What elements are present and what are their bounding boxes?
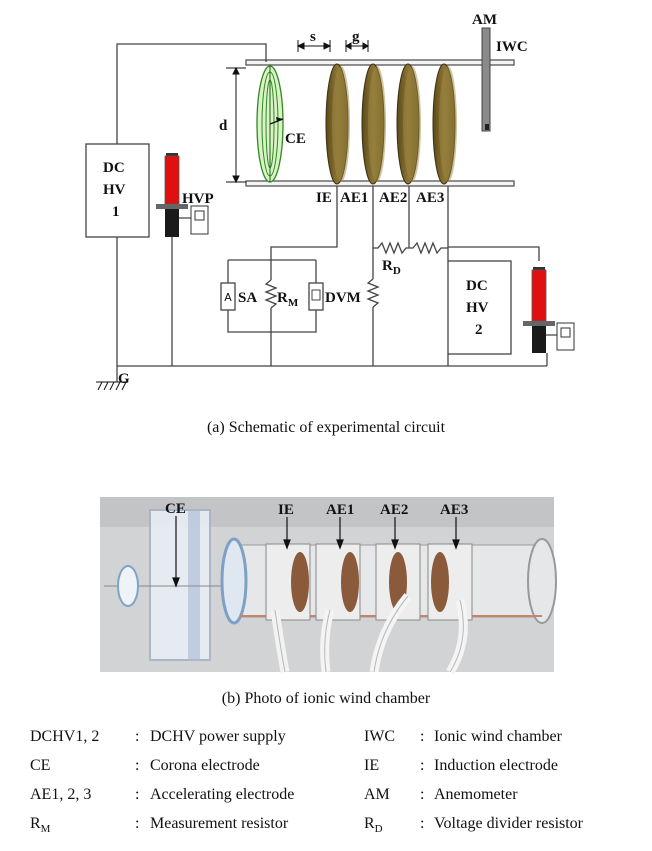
legend-sep2: : (420, 786, 425, 803)
meters: A (220, 282, 324, 311)
legend-abbr2: AM (364, 786, 390, 803)
lower-circuit (227, 186, 571, 366)
legend-sep: : (135, 757, 140, 774)
electrodes (325, 63, 457, 185)
label-ground: G (118, 371, 130, 387)
legend: DCHV1, 2 : DCHV power supply IWC : Ionic… (30, 728, 650, 844)
photo-label-ie: IE (278, 502, 294, 518)
ie-disk (325, 63, 350, 185)
ground-symbol (96, 366, 128, 391)
hvp-probe-1 (156, 153, 209, 237)
label-am: AM (472, 12, 497, 28)
svg-text:A: A (224, 291, 232, 304)
label-s: s (310, 29, 316, 45)
legend-abbr2: RD (364, 815, 383, 836)
legend-desc: Corona electrode (150, 757, 260, 774)
legend-sep: : (135, 786, 140, 803)
caption-b: (b) Photo of ionic wind chamber (222, 690, 431, 707)
legend-desc: DCHV power supply (150, 728, 286, 745)
legend-desc2: Voltage divider resistor (434, 815, 584, 832)
label-dchv1-l2: HV (103, 182, 126, 198)
label-g: g (352, 29, 360, 45)
legend-row: CE : Corona electrode IE : Induction ele… (30, 757, 650, 786)
legend-sep2: : (420, 757, 425, 774)
label-dchv2-l3: 2 (475, 322, 483, 338)
label-dchv2-l1: DC (466, 278, 488, 294)
label-rd: RD (382, 258, 401, 277)
dchv2-box (447, 260, 512, 355)
label-ae3: AE3 (416, 190, 444, 206)
top-rail (245, 59, 515, 66)
legend-abbr: DCHV1, 2 (30, 728, 100, 745)
legend-abbr: CE (30, 757, 51, 774)
anemometer (481, 27, 491, 132)
label-iwc: IWC (496, 39, 528, 55)
legend-sep: : (135, 815, 140, 832)
bottom-rail (245, 180, 515, 187)
photo-label-ae1: AE1 (326, 502, 354, 518)
label-d: d (219, 118, 228, 134)
legend-desc2: Induction electrode (434, 757, 558, 774)
legend-abbr: AE1, 2, 3 (30, 786, 92, 803)
label-ae2: AE2 (379, 190, 407, 206)
photo-label-ae3: AE3 (440, 502, 468, 518)
photo (100, 497, 557, 675)
label-ie: IE (316, 190, 332, 206)
corona-electrode (256, 65, 284, 183)
legend-abbr2: IWC (364, 728, 396, 745)
legend-row: RM : Measurement resistor RD : Voltage d… (30, 815, 650, 844)
dimensions (226, 40, 369, 184)
photo-label-ae2: AE2 (380, 502, 408, 518)
dchv1-box (85, 143, 150, 238)
legend-abbr2: IE (364, 757, 380, 774)
legend-sep2: : (420, 815, 425, 832)
ae1-disk (361, 63, 386, 185)
legend-row: DCHV1, 2 : DCHV power supply IWC : Ionic… (30, 728, 650, 757)
label-dchv2-l2: HV (466, 300, 489, 316)
label-dchv1-l3: 1 (112, 204, 120, 220)
legend-abbr: RM (30, 815, 51, 836)
legend-sep: : (135, 728, 140, 745)
legend-desc: Measurement resistor (150, 815, 289, 832)
caption-a: (a) Schematic of experimental circuit (207, 419, 446, 436)
label-dchv1-l1: DC (103, 160, 125, 176)
legend-desc: Accelerating electrode (150, 786, 295, 803)
photo-label-ce: CE (165, 501, 186, 517)
photo-arrows (172, 516, 460, 588)
label-ce: CE (285, 131, 306, 147)
label-dvm: DVM (325, 290, 361, 306)
legend-desc2: Anemometer (434, 786, 518, 803)
legend-sep2: : (420, 728, 425, 745)
ae2-disk (396, 63, 421, 185)
legend-desc2: Ionic wind chamber (434, 728, 562, 745)
label-hvp: HVP (182, 191, 214, 207)
label-ae1: AE1 (340, 190, 368, 206)
label-sa: SA (238, 290, 257, 306)
ae3-disk (432, 63, 457, 185)
legend-row: AE1, 2, 3 : Accelerating electrode AM : … (30, 786, 650, 815)
hvp-probe-2 (523, 267, 575, 353)
label-rm: RM (277, 290, 299, 309)
